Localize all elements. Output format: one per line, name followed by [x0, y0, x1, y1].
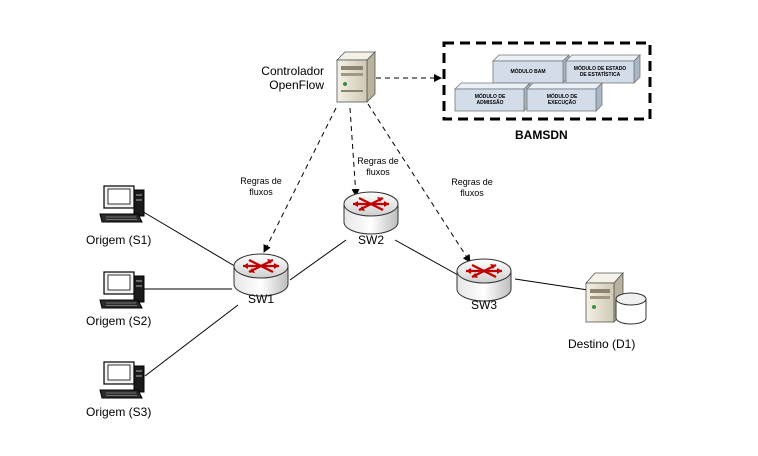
computer-icon-s1 — [99, 185, 145, 223]
controller-label-line2: OpenFlow — [269, 78, 324, 92]
rules-label-sw3-line1: Regras de — [451, 177, 493, 187]
physical-links — [139, 209, 589, 377]
module-execucao-label: MÓDULO DE EXECUÇÃO — [546, 94, 578, 106]
bamsdn-modules — [454, 54, 641, 112]
module-admissao-label: MÓDULO DE ADMISSÃO — [474, 94, 506, 106]
switch-label-sw2: SW2 — [357, 233, 384, 247]
computer-icon-s2 — [99, 271, 145, 309]
rules-label-sw2: Regras de fluxos — [351, 156, 405, 178]
source-label-s2: Origem (S2) — [86, 314, 152, 328]
destination-label: Destino (D1) — [568, 337, 636, 351]
link-sw2-sw3 — [394, 239, 459, 276]
module-estatistica — [565, 54, 641, 84]
module-execucao — [526, 82, 603, 112]
control-link-sw2 — [349, 107, 360, 197]
rules-label-sw2-line1: Regras de — [357, 156, 399, 166]
rules-label-sw1: Regras de fluxos — [234, 176, 288, 198]
bamsdn-title: BAMSDN — [515, 128, 568, 142]
router-icon-sw2 — [342, 190, 400, 236]
source-label-s1: Origem (S1) — [86, 233, 152, 247]
rules-label-sw1-line2: fluxos — [249, 187, 273, 197]
rules-label-sw3: Regras de fluxos — [445, 177, 499, 199]
source-label-s3: Origem (S3) — [86, 405, 152, 419]
rules-label-sw3-line2: fluxos — [460, 188, 484, 198]
control-links — [263, 74, 471, 263]
control-link-sw3 — [367, 103, 471, 263]
rules-label-sw1-line1: Regras de — [240, 176, 282, 186]
switch-label-sw1: SW1 — [247, 292, 274, 306]
link-s1-sw1 — [139, 209, 239, 269]
controller-label-line1: Controlador — [261, 64, 324, 78]
controller-label: Controlador OpenFlow — [254, 64, 324, 92]
module-bam-label: MÓDULO BAM — [510, 69, 546, 75]
router-icon-sw3 — [455, 257, 513, 303]
module-admissao — [454, 82, 531, 112]
link-s3-sw1 — [144, 304, 239, 377]
database-icon — [615, 292, 647, 325]
router-icon-sw1 — [232, 252, 290, 298]
controller-server-icon — [336, 51, 376, 103]
rules-label-sw2-line2: fluxos — [366, 167, 390, 177]
link-sw1-sw2 — [289, 239, 347, 281]
switch-label-sw3: SW3 — [470, 298, 497, 312]
link-sw3-destino — [514, 278, 589, 291]
computer-icon-s3 — [99, 361, 145, 399]
module-estatistica-label: MÓDULO DE ESTADO DE ESTATÍSTICA — [573, 66, 627, 78]
module-bam — [492, 54, 570, 84]
